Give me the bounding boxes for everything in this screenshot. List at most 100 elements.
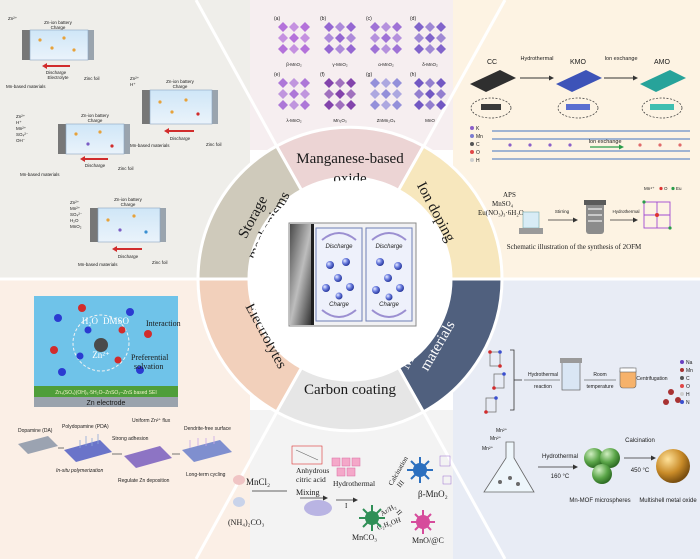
mof-linker-molecules <box>485 351 505 413</box>
storage-cell-2-discharge: Discharge <box>170 136 191 141</box>
pda-sheet-2 <box>64 440 112 462</box>
storage-cells: Zn-ion battery Charge Discharge Electrol… <box>6 16 222 267</box>
mn-octahedron <box>381 33 391 43</box>
mn-octahedron <box>414 33 424 43</box>
ion-layered-structure <box>492 130 690 160</box>
mn-octahedron <box>436 100 446 110</box>
storage-cell-2-legend-1: Zn²⁺ <box>130 76 140 81</box>
storage-cell-4-title: Zn-ion battery <box>114 197 143 202</box>
mn-octahedron <box>324 22 334 32</box>
mn-octahedron <box>278 78 288 88</box>
ion-label-amo: AMO <box>654 59 671 66</box>
mn-octahedron <box>300 78 310 88</box>
mn-octahedron <box>289 100 299 110</box>
mof-ion-1: Mn²⁺ <box>496 428 508 434</box>
ion-crystal-legend-2: Eu <box>676 186 682 191</box>
mn-octahedron <box>425 44 435 54</box>
segment-label-manganese-line1: Manganese-based <box>296 151 404 167</box>
mn-structure-3: (d)δ-MnO₂ <box>410 16 446 67</box>
storage-legend-d-3: H₂O <box>70 218 79 223</box>
segment-storage <box>196 144 304 281</box>
carbon-lattice <box>331 457 361 477</box>
storage-legend-d-4: MnO₂ <box>70 224 82 229</box>
mn-octahedron <box>381 100 391 110</box>
mn-octahedron <box>300 44 310 54</box>
storage-legend-c-4: OH⁻ <box>16 138 26 143</box>
mof-centrifuge-tube <box>619 367 637 389</box>
ion-crystal-legend-1: O <box>664 186 668 191</box>
mn-octahedron <box>289 89 299 99</box>
carbon-label-anhydrous-2: citric acid <box>296 475 326 484</box>
mn-octahedron <box>392 89 402 99</box>
mn-structure-6: (g) ZnMn₂O₄ <box>366 72 402 123</box>
mn-octahedron <box>425 33 435 43</box>
ion-stir-beaker <box>519 211 543 234</box>
mof-microspheres <box>584 448 620 484</box>
mn-octahedron <box>289 78 299 88</box>
battery-label-charge-left: Charge <box>329 302 349 308</box>
mn-octahedron <box>335 89 345 99</box>
ion-label-mnso4: MnSO₄ <box>492 200 514 208</box>
storage-cell-3-charge: Charge <box>88 118 103 123</box>
mof-label-room-2: temperature <box>587 384 614 390</box>
mn-structure-label-2: (c) <box>366 16 372 22</box>
ion-amo-sheet <box>640 70 686 92</box>
mn-octahedron <box>392 33 402 43</box>
carbon-label-beta-mno2: β-MnO₂ <box>418 489 448 499</box>
mn-octahedron <box>335 33 345 43</box>
storage-cell-1-zinc: Zinc foil <box>84 76 100 81</box>
ion-kmo-sheet <box>556 70 602 92</box>
mn-structure-name-6: ZnMn₂O₄ <box>377 118 396 123</box>
ion-caption: Schematic illustration of the synthesis … <box>507 243 642 251</box>
mof-label-multishell: Multishell metal oxide <box>639 498 697 504</box>
carbon-label-roman-1: I <box>345 502 348 510</box>
carbon-urchin-mno <box>411 510 435 534</box>
mn-octahedron <box>425 78 435 88</box>
mn-structure-label-6: (g) <box>366 72 372 78</box>
mn-structure-label-7: (h) <box>410 72 416 78</box>
storage-cell-2-legend-2: H⁺ <box>130 82 136 87</box>
carbon-label-mncl2: MnCl₂ <box>246 477 270 487</box>
ion-label-stirring: Stirring <box>555 209 570 214</box>
mn-octahedron <box>324 89 334 99</box>
mn-octahedron <box>324 100 334 110</box>
storage-cell-3-title: Zn-ion battery <box>81 113 110 118</box>
ion-crystal-legend-0: Mn⁴⁺ <box>644 186 655 191</box>
storage-cell-1: Zn-ion battery Charge Discharge Electrol… <box>6 16 100 89</box>
mn-octahedron <box>335 78 345 88</box>
pda-label-dopamine: Dopamine (DA) <box>18 428 53 434</box>
storage-cell-2-charge: Charge <box>173 84 188 89</box>
mn-octahedron <box>436 33 446 43</box>
mn-octahedron <box>381 89 391 99</box>
mn-octahedron <box>370 22 380 32</box>
mn-octahedron <box>370 78 380 88</box>
carbon-lattice-beta <box>439 455 452 485</box>
mn-structure-1: (b)γ-MnO₂ <box>320 16 356 67</box>
mn-octahedron <box>346 33 356 43</box>
mof-label-160c: 160 °C <box>551 474 570 480</box>
battery-label-discharge-left: Discharge <box>325 244 353 250</box>
ion-label-hydrothermal: Hydrothermal <box>520 56 553 62</box>
mof-label-centrifugation: Centrifugation <box>636 376 667 382</box>
carbon-panel-bg <box>250 410 453 559</box>
ion-element-4: H <box>476 158 480 164</box>
mn-octahedron <box>335 22 345 32</box>
ion-element-1: Mn <box>476 134 483 140</box>
storage-cell-4: Zn-ion battery Charge Discharge Mn-based… <box>70 197 168 267</box>
storage-legend-d-1: Mn²⁺ <box>70 206 81 211</box>
mn-octahedron <box>392 44 402 54</box>
carbon-citric-structure <box>291 445 323 465</box>
pda-label-longterm: Long-term cycling <box>186 472 226 478</box>
mn-octahedron <box>436 78 446 88</box>
storage-cell-3: Zn-ion battery Charge Discharge Mn-based… <box>16 113 134 177</box>
mof-label-mn-mof: Mn-MOF microspheres <box>569 498 630 504</box>
mof-label-hydrothermal-160: Hydrothermal <box>542 454 578 460</box>
electrolyte-label-zn: Zn²⁺ <box>92 350 110 360</box>
mof-flask <box>483 441 535 493</box>
mn-octahedron <box>414 44 424 54</box>
ion-element-3: O <box>476 150 480 156</box>
storage-cell-1-mn: Mn-based materials <box>6 84 46 89</box>
pda-label-strong: Strong adhesion <box>112 436 149 442</box>
mof-element-3: O <box>686 384 690 390</box>
